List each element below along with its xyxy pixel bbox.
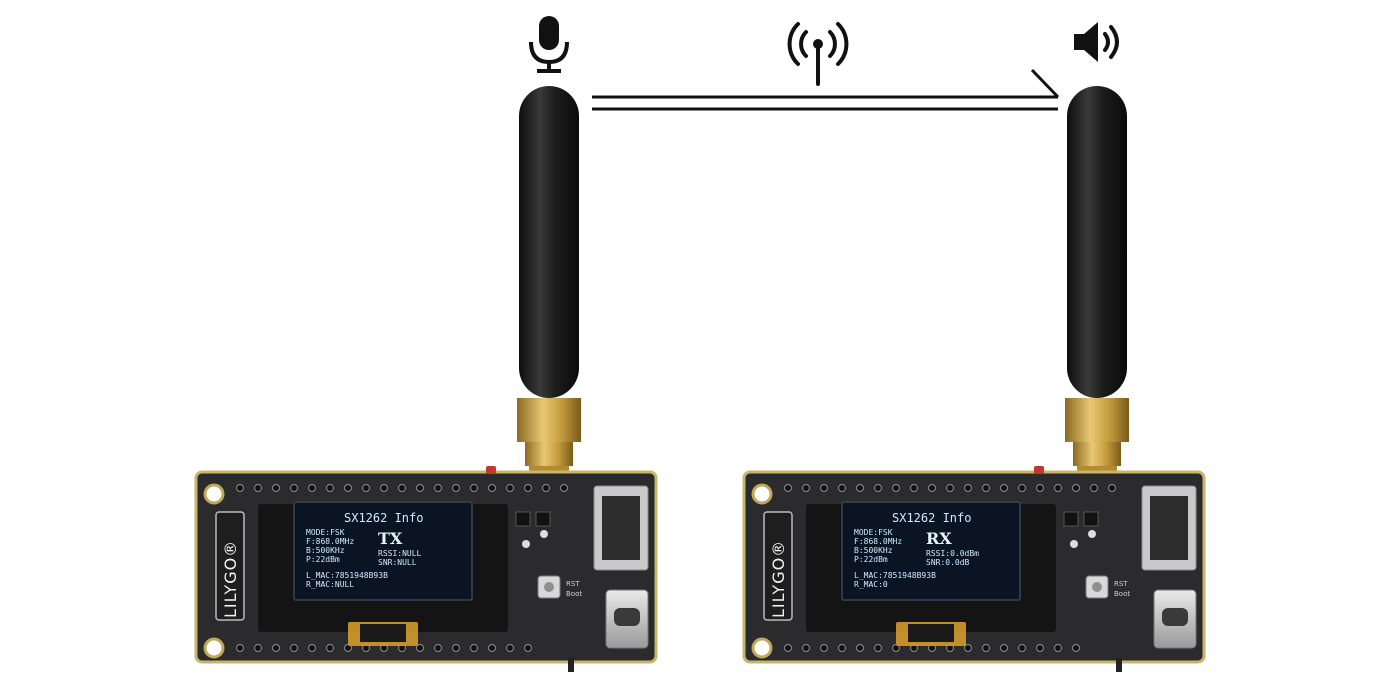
tx-boot-label: Boot (566, 590, 582, 598)
rx-rmac: R_MAC:0 (854, 580, 888, 589)
tx-freq: F:868.0MHz (306, 537, 354, 546)
tx-bw: B:500KHz (306, 546, 345, 555)
rx-bw: B:500KHz (854, 546, 893, 555)
tx-rst-label: RST (566, 580, 580, 588)
rx-mode: MODE:FSK (854, 528, 893, 537)
rx-role-label: RX (926, 529, 952, 548)
speaker-icon (1074, 22, 1119, 62)
rx-board: LILYGO® SX1262 Info MODE:FSK F:868.0MHz … (742, 464, 1206, 674)
tx-lmac: L_MAC:7851948B93B (306, 571, 388, 580)
tx-brand-label: LILYGO® (221, 540, 240, 618)
rx-boot-label: Boot (1114, 590, 1130, 598)
rx-screen-title: SX1262 Info (892, 511, 971, 525)
tx-rmac: R_MAC:NULL (306, 580, 354, 589)
tx-screen-title: SX1262 Info (344, 511, 423, 525)
tx-mode: MODE:FSK (306, 528, 345, 537)
radio-signal-icon (787, 22, 849, 86)
tx-role-label: TX (378, 529, 403, 548)
radio-link-lines (592, 68, 1060, 111)
rx-brand-label: LILYGO® (769, 540, 788, 618)
tx-snr: SNR:NULL (378, 558, 417, 567)
rx-rst-label: RST (1114, 580, 1128, 588)
microphone-icon (529, 16, 569, 73)
tx-rssi: RSSI:NULL (378, 549, 422, 558)
tx-power: P:22dBm (306, 555, 340, 564)
tx-board: LILYGO® SX1262 Info MODE:FSK F:868.0MHz … (194, 464, 658, 674)
rx-rssi: RSSI:0.0dBm (926, 549, 979, 558)
rx-power: P:22dBm (854, 555, 888, 564)
tx-antenna (517, 86, 581, 478)
rx-lmac: L_MAC:7851948B93B (854, 571, 936, 580)
rx-freq: F:868.0MHz (854, 537, 902, 546)
rx-snr: SNR:0.0dB (926, 558, 970, 567)
rx-antenna (1065, 86, 1129, 478)
